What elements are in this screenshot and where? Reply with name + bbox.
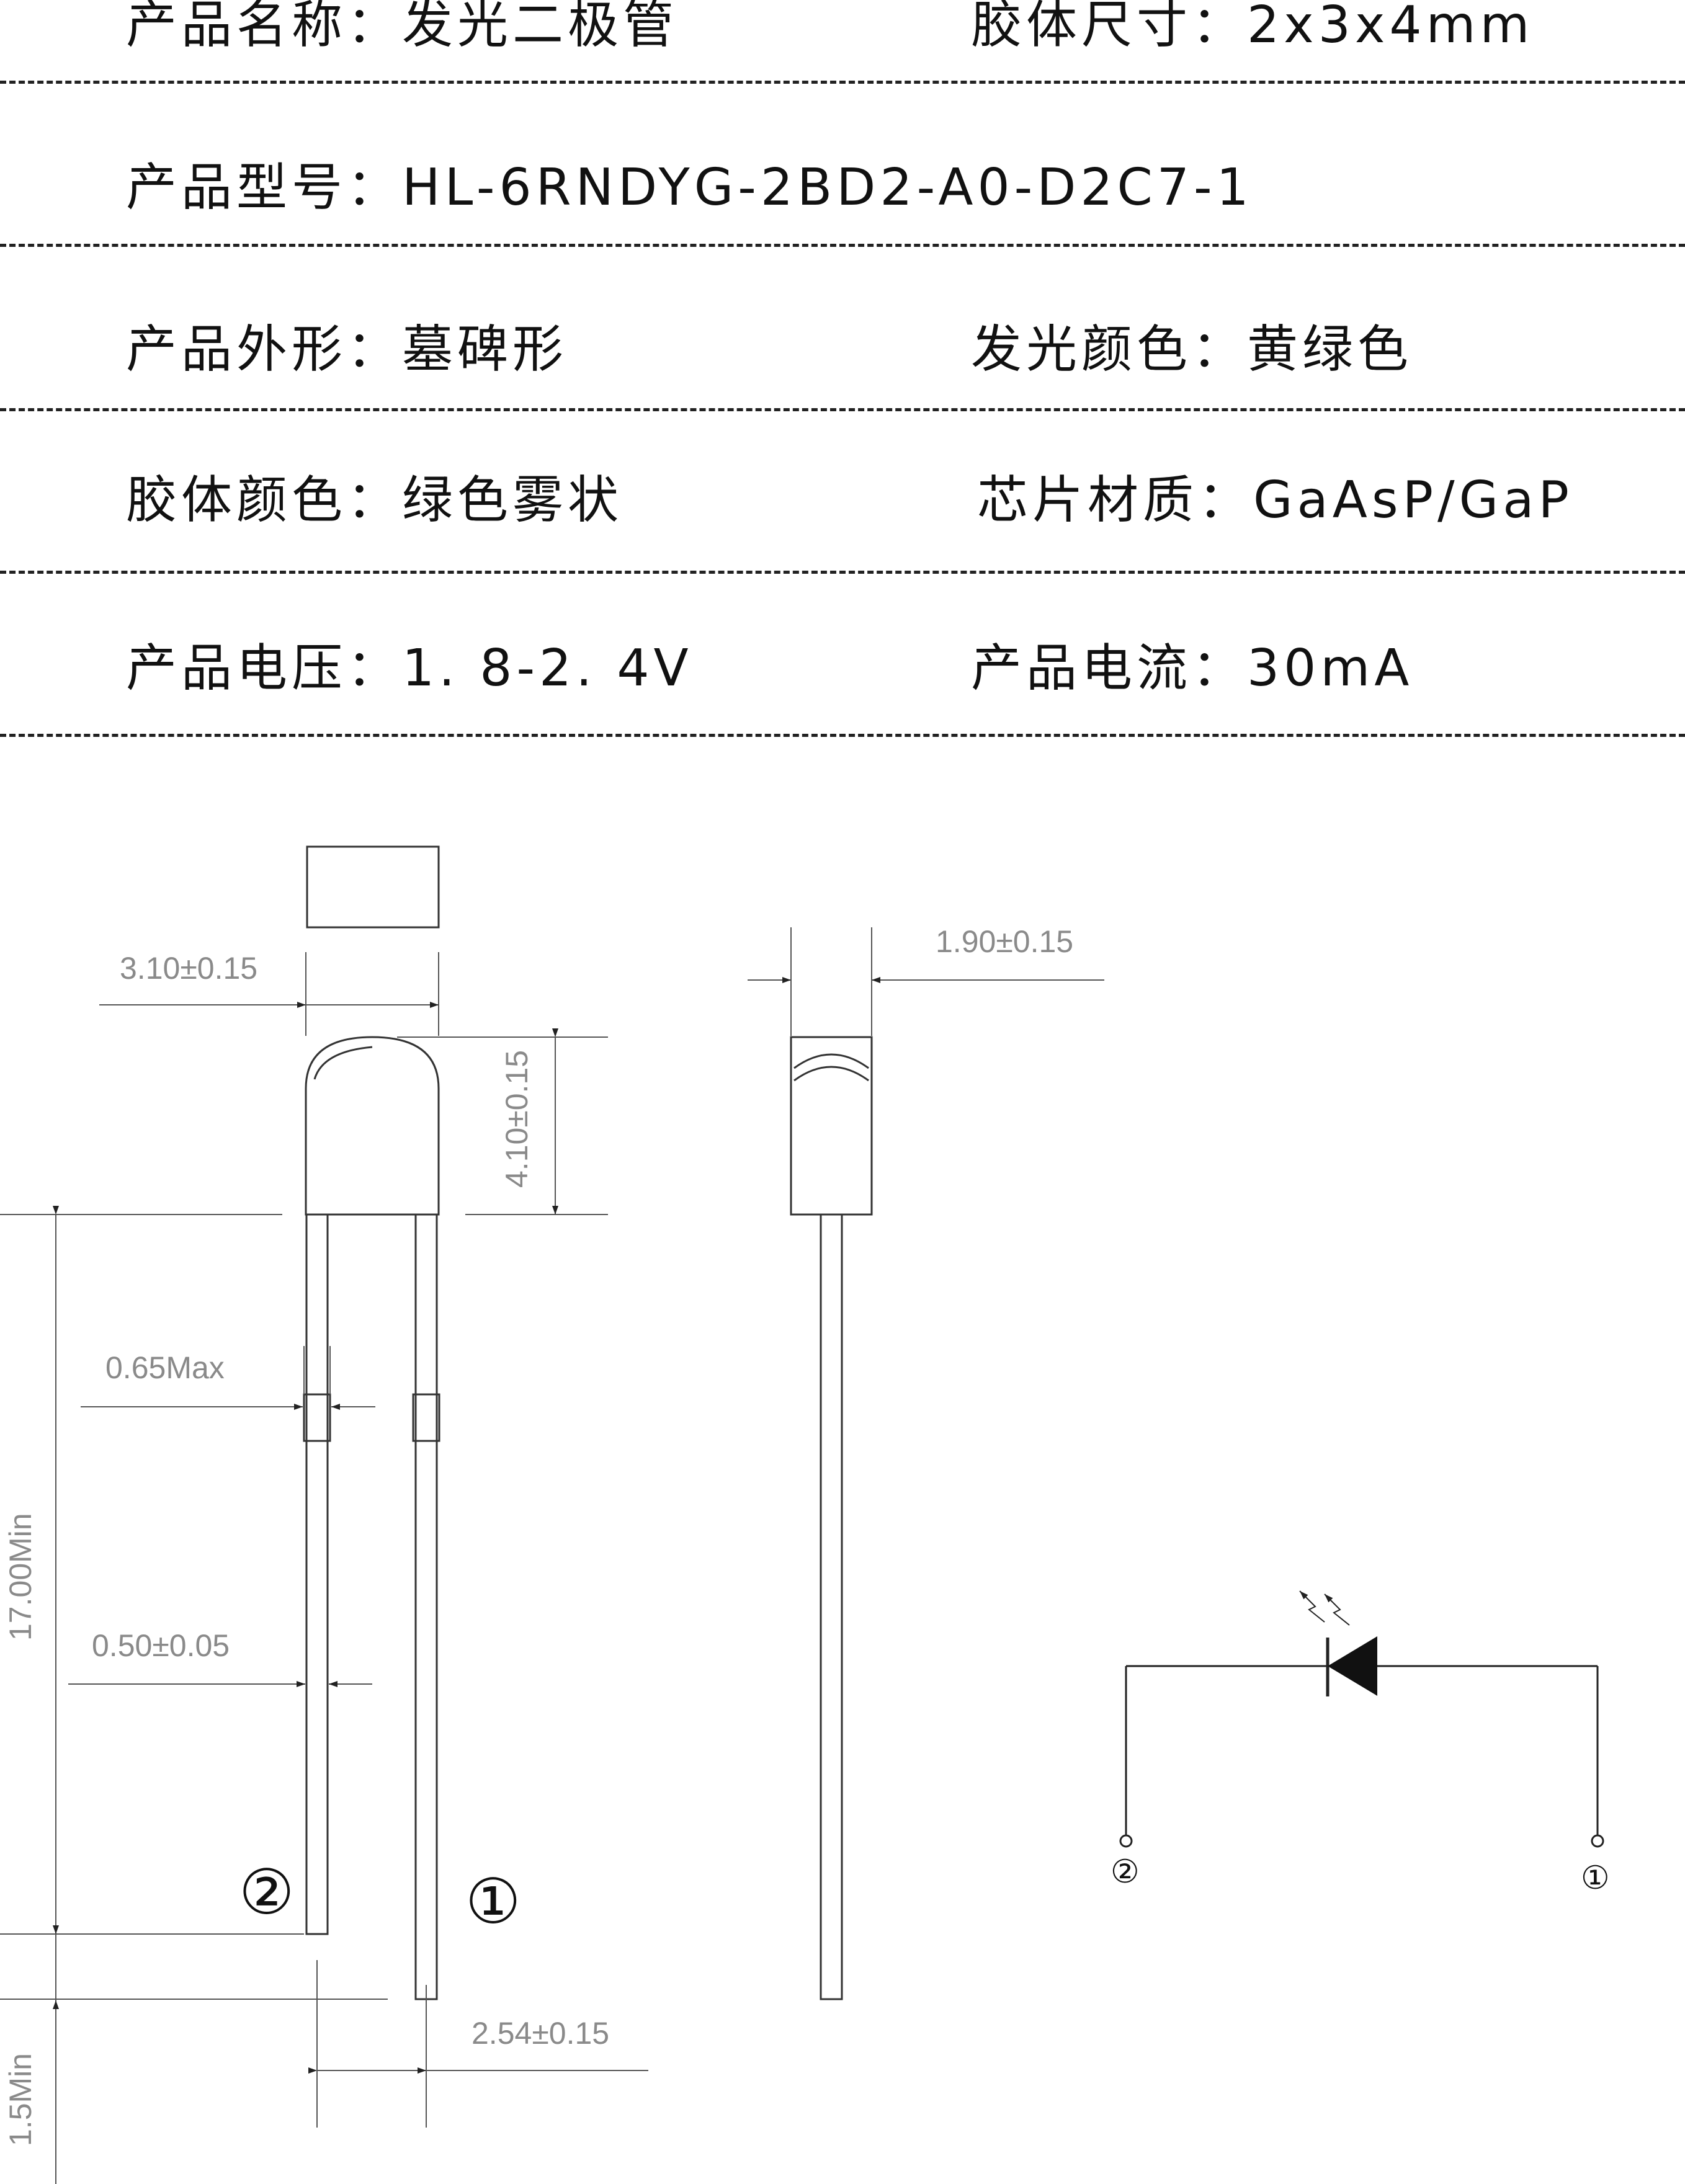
chip-material: 芯片材质：GaAsP/GaP [977, 471, 1573, 530]
product-model: 产品型号：HL-6RNDYG-2BD2-A0-D2C7-1 [126, 158, 1253, 217]
divider [0, 81, 1685, 84]
lead-anode [414, 1213, 438, 2000]
divider [0, 734, 1685, 737]
side-dome-line [793, 1053, 869, 1069]
led-schematic: ② ① [1111, 1590, 1610, 1897]
pin-1-label: ① [465, 1865, 521, 1938]
diode-triangle [1328, 1636, 1377, 1696]
body-color: 胶体颜色：绿色雾状 [126, 471, 623, 530]
side-lead [820, 1213, 843, 2000]
side-view-body [790, 1036, 873, 1216]
dim-thickness-label: 1.90±0.15 [936, 924, 1073, 959]
product-voltage: 产品电压：1. 8-2. 4V [126, 639, 693, 698]
lead-stopper [303, 1393, 331, 1442]
lead-stopper [412, 1393, 440, 1442]
divider [0, 571, 1685, 574]
dim-bottom-label: 1.5Min [3, 2053, 38, 2146]
emit-color: 发光颜色：黄绿色 [971, 320, 1413, 379]
dim-lead-max-label: 0.65Max [105, 1350, 225, 1385]
top-view [306, 845, 440, 929]
side-dome-line [793, 1066, 869, 1082]
product-name: 产品名称：发光二极管 [126, 0, 679, 55]
front-view-body [305, 1036, 440, 1216]
product-current: 产品电流：30mA [971, 639, 1414, 698]
body-size: 胶体尺寸：2x3x4mm [971, 0, 1534, 55]
dim-lead-width-label: 0.50±0.05 [92, 1628, 230, 1663]
divider [0, 408, 1685, 411]
product-shape: 产品外形：墓碑形 [126, 320, 568, 379]
dome-line [313, 1046, 373, 1080]
divider [0, 244, 1685, 247]
pin-2-label: ② [239, 1856, 295, 1928]
dim-height-label: 4.10±0.15 [499, 1050, 534, 1188]
lead-cathode [305, 1213, 329, 1935]
dim-lead-length-label: 17.00Min [3, 1513, 38, 1641]
schematic-pin-1-label: ① [1581, 1860, 1610, 1897]
dim-pitch-label: 2.54±0.15 [472, 2016, 609, 2051]
schematic-pin-2-label: ② [1111, 1853, 1140, 1891]
dim-width-label: 3.10±0.15 [120, 951, 257, 986]
